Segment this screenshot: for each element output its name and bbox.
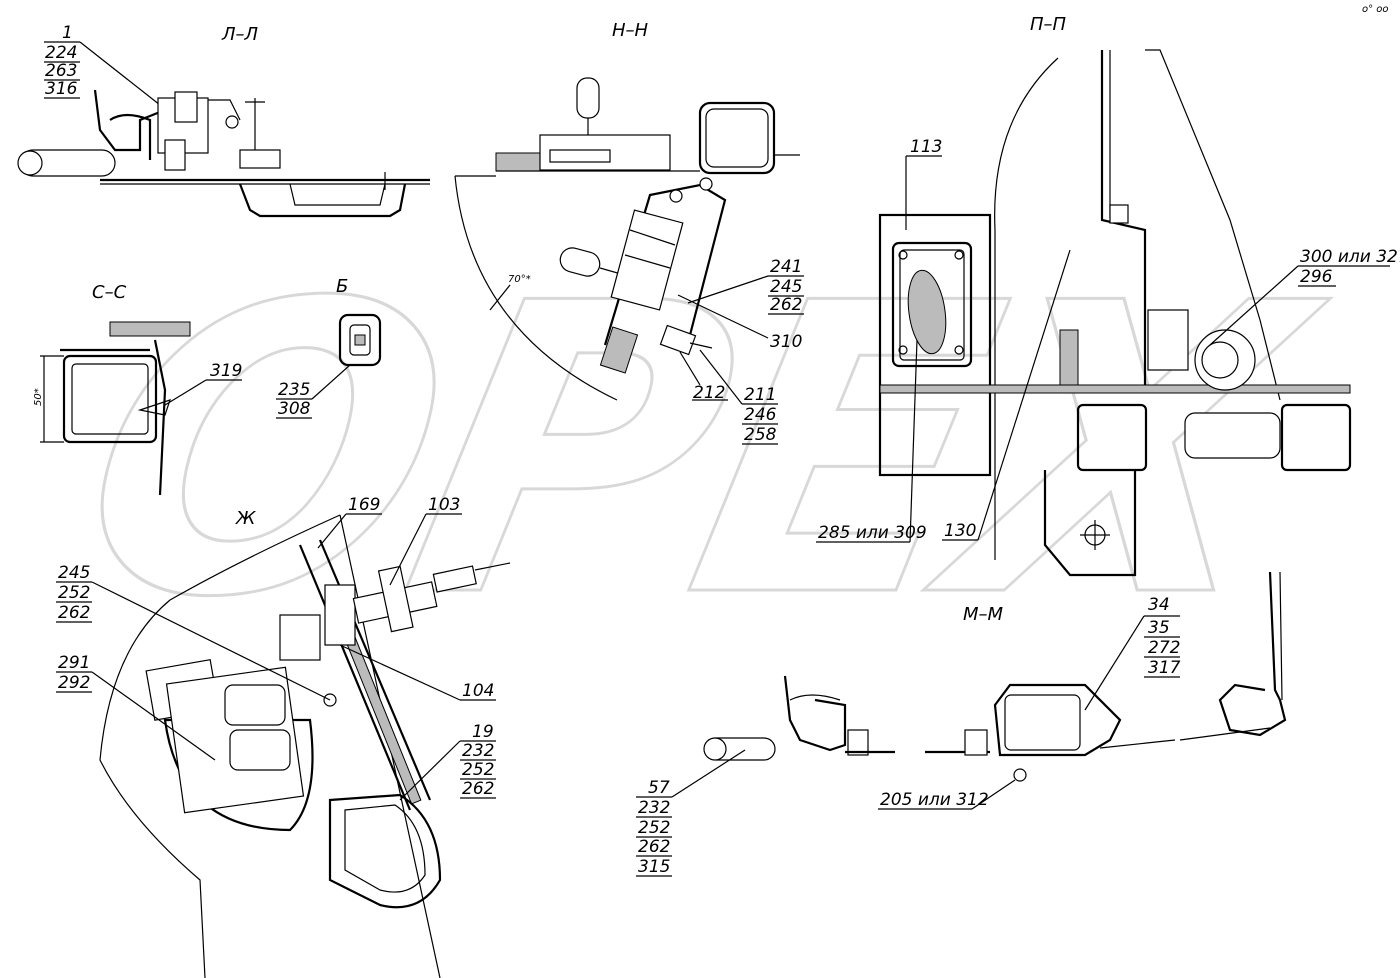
callout-232-mm: 232 [638,798,670,818]
view-b: Б 235 308 [276,276,382,419]
callout-296: 296 [1300,267,1333,287]
callout-245-zh: 245 [58,563,90,583]
callout-34: 34 [1148,595,1170,615]
callout-169: 169 [348,495,380,515]
callout-246: 246 [744,405,777,425]
callout-252-zh2: 252 [462,760,494,780]
callout-245: 245 [770,277,802,297]
callout-272: 272 [1148,638,1180,658]
callout-205: 205 или 312 [880,790,989,810]
view-zh: Ж 169 103 245 252 262 [56,495,511,978]
callout-19: 19 [472,722,494,742]
callout-104: 104 [462,681,494,701]
callout-1: 1 [62,23,73,43]
callout-317: 317 [1148,658,1181,678]
view-b-title: Б [336,276,348,297]
watermark-text: OPEX [47,220,1347,685]
callout-57: 57 [648,778,670,798]
callout-130: 130 [944,521,976,541]
corner-mark: o° oo [1362,4,1389,15]
callout-113: 113 [910,137,942,157]
callout-262-zh2: 262 [462,779,494,799]
callout-224: 224 [45,43,77,63]
callout-319: 319 [210,361,242,381]
callout-212: 212 [693,383,725,403]
section-ll-title: Л–Л [221,24,259,45]
callout-232-zh: 232 [462,741,494,761]
callout-262-mm: 262 [638,837,670,857]
section-ss: С–С 50* 319 [33,282,242,496]
callout-291: 291 [58,653,90,673]
callout-103: 103 [428,495,460,515]
callout-252-zh: 252 [58,583,90,603]
section-nn-title: Н–Н [612,20,649,41]
callout-300: 300 или 327 [1300,247,1400,267]
callout-241: 241 [770,257,802,277]
view-zh-title: Ж [235,508,256,529]
callout-35: 35 [1148,618,1170,638]
section-pp-title: П–П [1030,14,1067,35]
callout-211: 211 [744,385,776,405]
callout-262-zh: 262 [58,603,90,623]
section-mm: М–М 34 35 272 317 57 232 252 [636,571,1287,877]
section-nn: Н–Н 70°* 241 245 262 [454,20,804,445]
callout-310: 310 [770,332,802,352]
section-mm-title: М–М [963,604,1004,625]
callout-258: 258 [744,425,777,445]
angle-label: 70°* [508,274,531,285]
callout-263: 263 [45,61,77,81]
section-pp: П–П 113 300 или 327 [816,14,1400,577]
dim-50: 50* [33,388,44,406]
section-ss-title: С–С [92,282,127,303]
callout-315: 315 [638,857,670,877]
watermark: OPEX [45,219,1348,687]
callout-262: 262 [770,295,802,315]
callout-316: 316 [45,79,78,99]
callout-252-mm: 252 [638,818,670,838]
callout-235: 235 [278,380,310,400]
section-ll: Л–Л 1 224 263 316 [17,23,430,218]
callout-308: 308 [278,399,311,419]
callout-292: 292 [58,673,90,693]
callout-285: 285 или 309 [818,523,927,543]
